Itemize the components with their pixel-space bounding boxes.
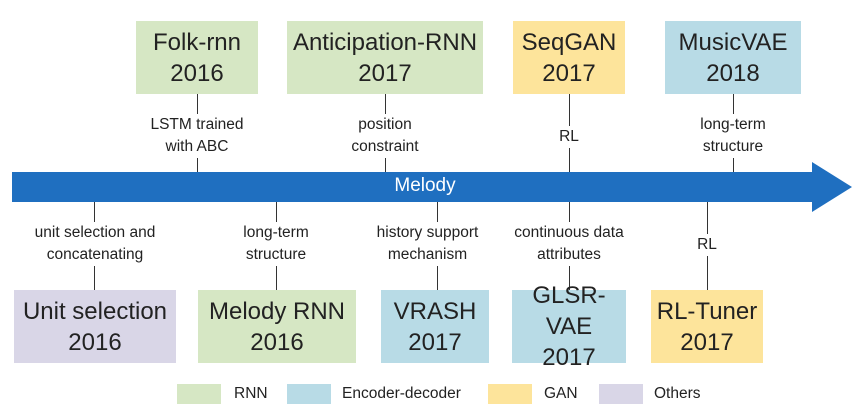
melody-timeline-arrow (12, 162, 852, 212)
model-box-anticipation-rnn: Anticipation-RNN 2017 (287, 21, 483, 94)
model-box-unit-selection: Unit selection 2016 (14, 290, 176, 363)
model-name: Unit selection (22, 297, 168, 325)
model-name: MusicVAE (678, 28, 788, 56)
note-unit-selection: unit selection and concatenating (14, 222, 176, 266)
model-box-rl-tuner: RL-Tuner 2017 (651, 290, 763, 363)
note-rl-tuner: RL (689, 234, 725, 256)
model-box-glsr-vae: GLSR-VAE 2017 (512, 282, 626, 371)
note-text: position constraint (351, 116, 419, 155)
note-text: RL (559, 128, 579, 145)
model-box-vrash: VRASH 2017 (381, 290, 489, 363)
note-folk-rnn: LSTM trained with ABC (137, 114, 257, 158)
legend-label-others: Others (654, 385, 701, 402)
note-text: long-term structure (700, 116, 766, 155)
model-year: 2016 (68, 328, 122, 356)
model-year: 2017 (408, 328, 462, 356)
note-text: RL (697, 236, 717, 253)
model-year: 2016 (250, 328, 304, 356)
model-box-melody-rnn: Melody RNN 2016 (198, 290, 356, 363)
legend-label-gan: GAN (544, 385, 578, 402)
model-box-folk-rnn: Folk-rnn 2016 (136, 21, 258, 94)
model-year: 2017 (680, 328, 734, 356)
note-vrash: history support mechanism (367, 222, 488, 266)
timeline-label: Melody (394, 175, 456, 196)
timeline-arrow-shape (12, 162, 852, 212)
legend-swatch-rnn (177, 384, 221, 404)
model-box-seqgan: SeqGAN 2017 (513, 21, 625, 94)
legend-label-rnn: RNN (234, 385, 268, 402)
model-name: GLSR-VAE (532, 282, 606, 340)
legend: RNN Encoder-decoder GAN Others (0, 380, 860, 406)
model-name: RL-Tuner (656, 297, 758, 325)
model-name: Folk-rnn (152, 28, 242, 56)
note-glsr-vae: continuous data attributes (498, 222, 640, 266)
model-year: 2016 (170, 59, 224, 87)
model-year: 2017 (542, 59, 596, 87)
model-name: Anticipation-RNN (292, 28, 478, 56)
model-name: SeqGAN (521, 28, 617, 56)
note-text: LSTM trained with ABC (150, 116, 244, 155)
legend-swatch-encoder-decoder (287, 384, 331, 404)
note-text: long-term structure (243, 224, 309, 263)
legend-label-encoder-decoder: Encoder-decoder (342, 385, 461, 402)
model-year: 2018 (706, 59, 760, 87)
legend-swatch-others (599, 384, 643, 404)
model-year: 2017 (542, 344, 596, 371)
note-musicvae: long-term structure (683, 114, 783, 158)
note-text: history support mechanism (376, 224, 479, 263)
note-text: unit selection and concatenating (34, 224, 156, 263)
model-box-musicvae: MusicVAE 2018 (665, 21, 801, 94)
model-name: Melody RNN (208, 297, 346, 325)
model-name: VRASH (393, 297, 477, 325)
model-year: 2017 (358, 59, 412, 87)
note-text: continuous data attributes (514, 224, 624, 263)
note-seqgan: RL (551, 126, 587, 148)
legend-swatch-gan (488, 384, 532, 404)
note-anticipation-rnn: position constraint (335, 114, 435, 158)
note-melody-rnn: long-term structure (228, 222, 324, 266)
